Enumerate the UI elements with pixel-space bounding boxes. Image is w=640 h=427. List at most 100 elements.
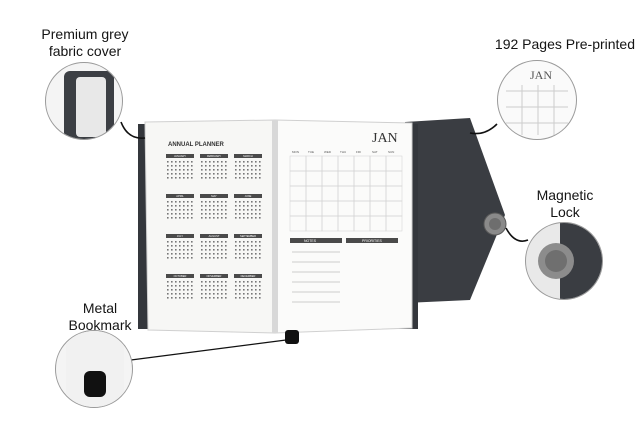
- day-dot: [205, 161, 207, 163]
- weekday-label: THU: [340, 150, 346, 154]
- day-dot: [167, 281, 169, 283]
- day-dot: [251, 245, 253, 247]
- day-dot: [251, 253, 253, 255]
- day-dot: [255, 257, 257, 259]
- day-dot: [225, 253, 227, 255]
- day-dot: [171, 201, 173, 203]
- day-dot: [221, 209, 223, 211]
- day-dot: [221, 285, 223, 287]
- weekday-label: TUE: [308, 150, 314, 154]
- day-dot: [167, 161, 169, 163]
- day-dot: [255, 205, 257, 207]
- month-label: NOVEMBER: [207, 274, 222, 278]
- day-dot: [213, 201, 215, 203]
- day-dot: [183, 201, 185, 203]
- day-dot: [171, 285, 173, 287]
- day-dot: [239, 249, 241, 251]
- day-dot: [209, 281, 211, 283]
- month-header-bar: [234, 194, 262, 198]
- day-dot: [255, 285, 257, 287]
- day-dot: [201, 289, 203, 291]
- day-dot: [183, 249, 185, 251]
- day-dot: [187, 213, 189, 215]
- left-page: [144, 119, 276, 334]
- day-dot: [251, 165, 253, 167]
- day-dot: [205, 169, 207, 171]
- day-dot: [259, 281, 261, 283]
- day-dot: [183, 289, 185, 291]
- day-dot: [167, 257, 169, 259]
- month-label: FEBRUARY: [207, 154, 221, 158]
- day-dot: [191, 173, 193, 175]
- day-dot: [217, 281, 219, 283]
- day-dot: [255, 213, 257, 215]
- day-dot: [209, 253, 211, 255]
- day-dot: [217, 165, 219, 167]
- day-dot: [205, 249, 207, 251]
- day-dot: [235, 169, 237, 171]
- day-dot: [209, 257, 211, 259]
- day-dot: [243, 209, 245, 211]
- month-header-bar: [200, 234, 228, 238]
- day-dot: [217, 201, 219, 203]
- day-dot: [175, 241, 177, 243]
- day-dot: [183, 177, 185, 179]
- day-dot: [179, 257, 181, 259]
- day-dot: [175, 289, 177, 291]
- day-dot: [191, 209, 193, 211]
- day-dot: [201, 257, 203, 259]
- day-dot: [209, 213, 211, 215]
- day-dot: [167, 201, 169, 203]
- day-dot: [247, 161, 249, 163]
- day-dot: [239, 241, 241, 243]
- day-dot: [251, 217, 253, 219]
- weekday-label: FRI: [356, 150, 361, 154]
- day-dot: [225, 217, 227, 219]
- day-dot: [247, 165, 249, 167]
- day-dot: [179, 209, 181, 211]
- day-dot: [239, 289, 241, 291]
- day-dot: [213, 161, 215, 163]
- day-dot: [239, 285, 241, 287]
- day-dot: [187, 161, 189, 163]
- day-dot: [247, 253, 249, 255]
- day-dot: [225, 213, 227, 215]
- day-dot: [225, 177, 227, 179]
- day-dot: [205, 217, 207, 219]
- day-dot: [239, 281, 241, 283]
- day-dot: [255, 209, 257, 211]
- day-dot: [167, 289, 169, 291]
- day-dot: [179, 173, 181, 175]
- day-dot: [167, 173, 169, 175]
- day-dot: [191, 177, 193, 179]
- day-dot: [255, 161, 257, 163]
- day-dot: [187, 169, 189, 171]
- day-dot: [205, 281, 207, 283]
- day-dot: [175, 293, 177, 295]
- day-dot: [213, 177, 215, 179]
- day-dot: [213, 213, 215, 215]
- day-dot: [183, 281, 185, 283]
- day-dot: [217, 249, 219, 251]
- day-dot: [179, 293, 181, 295]
- day-dot: [247, 213, 249, 215]
- day-dot: [239, 169, 241, 171]
- day-dot: [225, 169, 227, 171]
- day-dot: [243, 241, 245, 243]
- callout-magnetic-line2: Lock: [550, 204, 580, 220]
- day-dot: [201, 281, 203, 283]
- day-dot: [209, 249, 211, 251]
- day-dot: [191, 249, 193, 251]
- day-dot: [187, 297, 189, 299]
- day-dot: [255, 289, 257, 291]
- day-dot: [221, 213, 223, 215]
- bookmark-zoom-circle: [55, 330, 133, 408]
- day-dot: [187, 293, 189, 295]
- day-dot: [225, 209, 227, 211]
- day-dot: [243, 289, 245, 291]
- day-dot: [251, 257, 253, 259]
- day-dot: [167, 285, 169, 287]
- day-dot: [213, 209, 215, 211]
- day-dot: [175, 249, 177, 251]
- month-label: JULY: [177, 234, 183, 238]
